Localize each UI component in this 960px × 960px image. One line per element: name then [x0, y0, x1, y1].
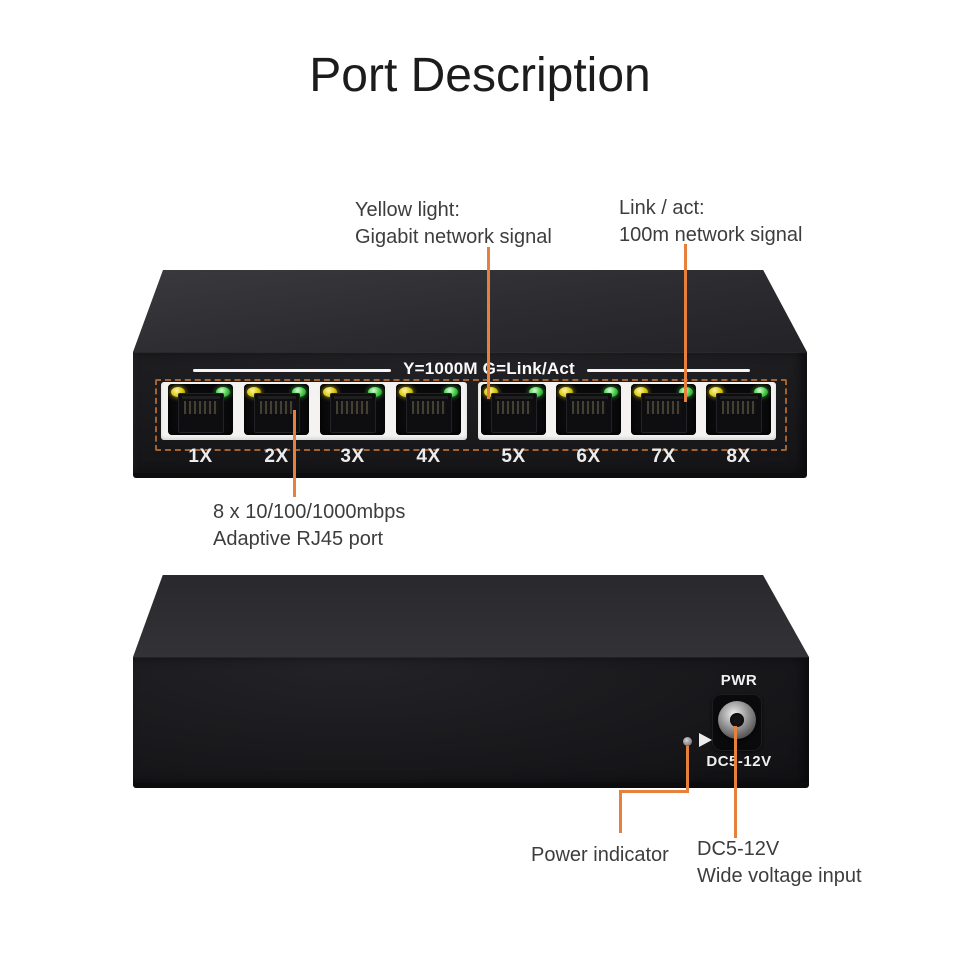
callout-link-act: Link / act: 100m network signal [619, 195, 802, 249]
dc-barrel-hole [730, 713, 744, 727]
rj45-jack [329, 393, 376, 433]
rj45-jack [253, 393, 300, 433]
rj45-jack [177, 393, 224, 433]
callout-dc-line1: DC5-12V [697, 838, 780, 860]
led-yellow-icon [559, 387, 573, 397]
rj45-pins [496, 401, 531, 414]
leader-line-dc [734, 726, 737, 838]
rj45-port [481, 384, 546, 435]
rj45-jack [640, 393, 687, 433]
rj45-jack [405, 393, 452, 433]
rj45-pins [721, 401, 756, 414]
led-yellow-icon [171, 387, 185, 397]
callout-link-act-line2: 100m network signal [619, 224, 803, 246]
port-4: 4X [396, 384, 461, 467]
rj45-port [244, 384, 309, 435]
callout-dc-line2: Wide voltage input [697, 865, 862, 887]
callout-link-act-line1: Link / act: [619, 197, 705, 219]
dc-jack [712, 694, 762, 751]
led-yellow-icon [323, 387, 337, 397]
led-green-icon [604, 387, 618, 397]
leader-line-power-bend [619, 746, 689, 793]
power-led-icon [683, 737, 692, 746]
led-yellow-icon [247, 387, 261, 397]
port-2: 2X [244, 384, 309, 467]
callout-yellow-light: Yellow light: Gigabit network signal [355, 197, 552, 251]
leader-line-yellow-light [487, 247, 490, 399]
port-label: 4X [416, 446, 441, 467]
rj45-port [556, 384, 621, 435]
led-green-icon [216, 387, 230, 397]
rj45-pins [259, 401, 294, 414]
port-5: 5X [481, 384, 546, 467]
callout-yellow-light-line1: Yellow light: [355, 199, 460, 221]
port-label: 2X [264, 446, 289, 467]
rj45-pins [183, 401, 218, 414]
rj45-pins [646, 401, 681, 414]
rj45-pins [335, 401, 370, 414]
callout-rj45-line1: 8 x 10/100/1000mbps [213, 501, 406, 523]
pwr-label: PWR [720, 672, 758, 689]
callout-rj45-line2: Adaptive RJ45 port [213, 528, 384, 550]
led-yellow-icon [399, 387, 413, 397]
led-yellow-icon [634, 387, 648, 397]
port-label: 5X [501, 446, 526, 467]
rj45-pins [411, 401, 446, 414]
led-yellow-icon [484, 387, 498, 397]
led-green-icon [529, 387, 543, 397]
callout-power-indicator: Power indicator [531, 842, 669, 869]
arrow-right-icon [699, 733, 712, 747]
rj45-jack [490, 393, 537, 433]
port-8: 8X [706, 384, 771, 467]
rj45-port [396, 384, 461, 435]
led-yellow-icon [709, 387, 723, 397]
port-3: 3X [320, 384, 385, 467]
callout-dc-input: DC5-12V Wide voltage input [697, 836, 862, 890]
switch-rear-face [133, 657, 809, 788]
led-green-icon [754, 387, 768, 397]
callout-rj45-ports: 8 x 10/100/1000mbps Adaptive RJ45 port [213, 499, 405, 553]
rj45-jack [565, 393, 612, 433]
legend-line-right [587, 369, 750, 372]
port-label: 3X [340, 446, 365, 467]
switch-front-top-face [133, 270, 807, 352]
legend-line-left [193, 369, 391, 372]
dc-barrel-icon [718, 701, 756, 739]
callout-power-line1: Power indicator [531, 844, 669, 866]
port-label: 6X [576, 446, 601, 467]
port-1: 1X [168, 384, 233, 467]
callout-yellow-light-line2: Gigabit network signal [355, 226, 552, 248]
leader-line-link-act [684, 244, 687, 402]
switch-rear-top-face [133, 575, 809, 657]
led-green-icon [368, 387, 382, 397]
page-title: Port Description [309, 49, 651, 102]
rj45-pins [571, 401, 606, 414]
rj45-port [320, 384, 385, 435]
led-green-icon [444, 387, 458, 397]
port-label: 8X [726, 446, 751, 467]
ports-dashed-outline [155, 379, 787, 451]
rj45-port [168, 384, 233, 435]
port-label: 7X [651, 446, 676, 467]
port-label: 1X [188, 446, 213, 467]
port-6: 6X [556, 384, 621, 467]
dc-voltage-label: DC5-12V [706, 753, 772, 770]
rj45-port [706, 384, 771, 435]
leader-line-rj45 [293, 410, 296, 497]
rj45-jack [715, 393, 762, 433]
leader-line-power-stub [619, 790, 622, 833]
led-green-icon [292, 387, 306, 397]
